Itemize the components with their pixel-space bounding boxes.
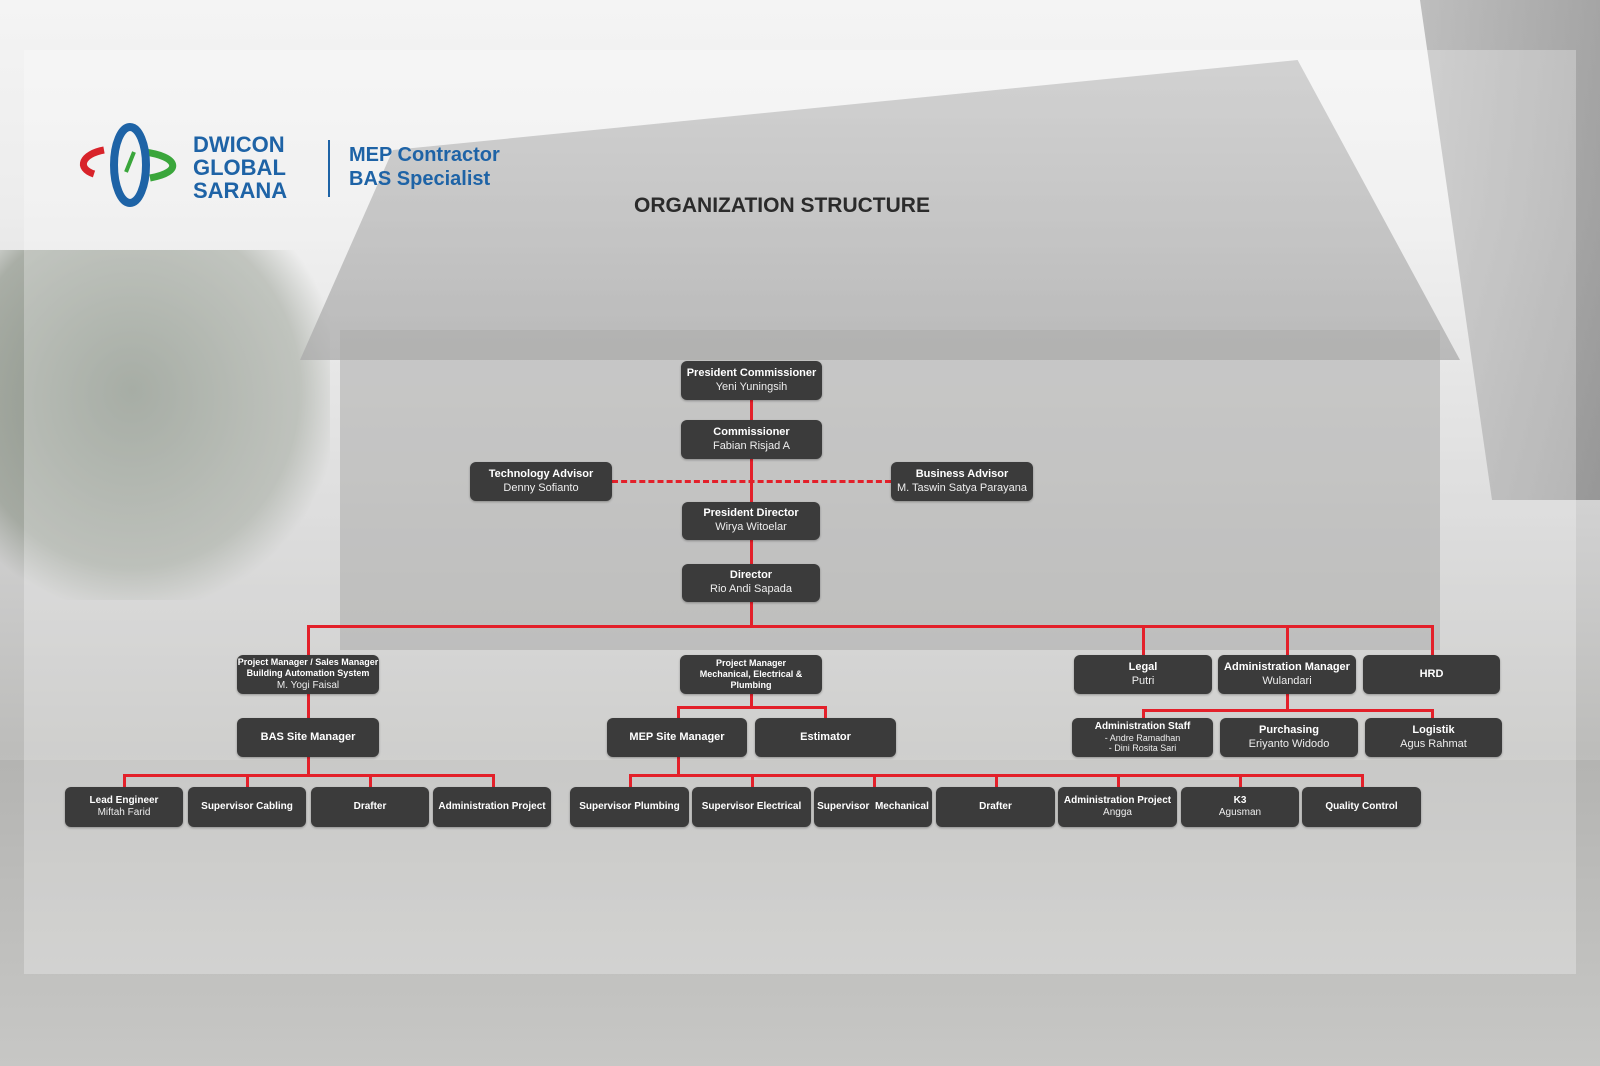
node-administration-staff: Administration Staff- Andre Ramadhan- Di…	[1072, 718, 1213, 757]
logo-divider	[328, 140, 330, 197]
node-bas-site-manager: BAS Site Manager	[237, 718, 379, 757]
node-supervisor-cabling: Supervisor Cabling	[188, 787, 306, 827]
node-drafter-bas: Drafter	[311, 787, 429, 827]
node-administration-project-bas: Administration Project	[433, 787, 551, 827]
background-trees	[0, 250, 330, 600]
company-logo-icon	[79, 123, 176, 207]
node-supervisor-plumbing: Supervisor Plumbing	[570, 787, 689, 827]
node-mep-site-manager: MEP Site Manager	[607, 718, 747, 757]
node-hrd: HRD	[1363, 655, 1500, 694]
node-supervisor-electrical: Supervisor Electrical	[692, 787, 811, 827]
page-title: ORGANIZATION STRUCTURE	[634, 194, 930, 217]
node-estimator: Estimator	[755, 718, 896, 757]
node-supervisor-mechanical: Supervisor Mechanical	[814, 787, 932, 827]
node-drafter-mep: Drafter	[936, 787, 1055, 827]
node-quality-control: Quality Control	[1302, 787, 1421, 827]
